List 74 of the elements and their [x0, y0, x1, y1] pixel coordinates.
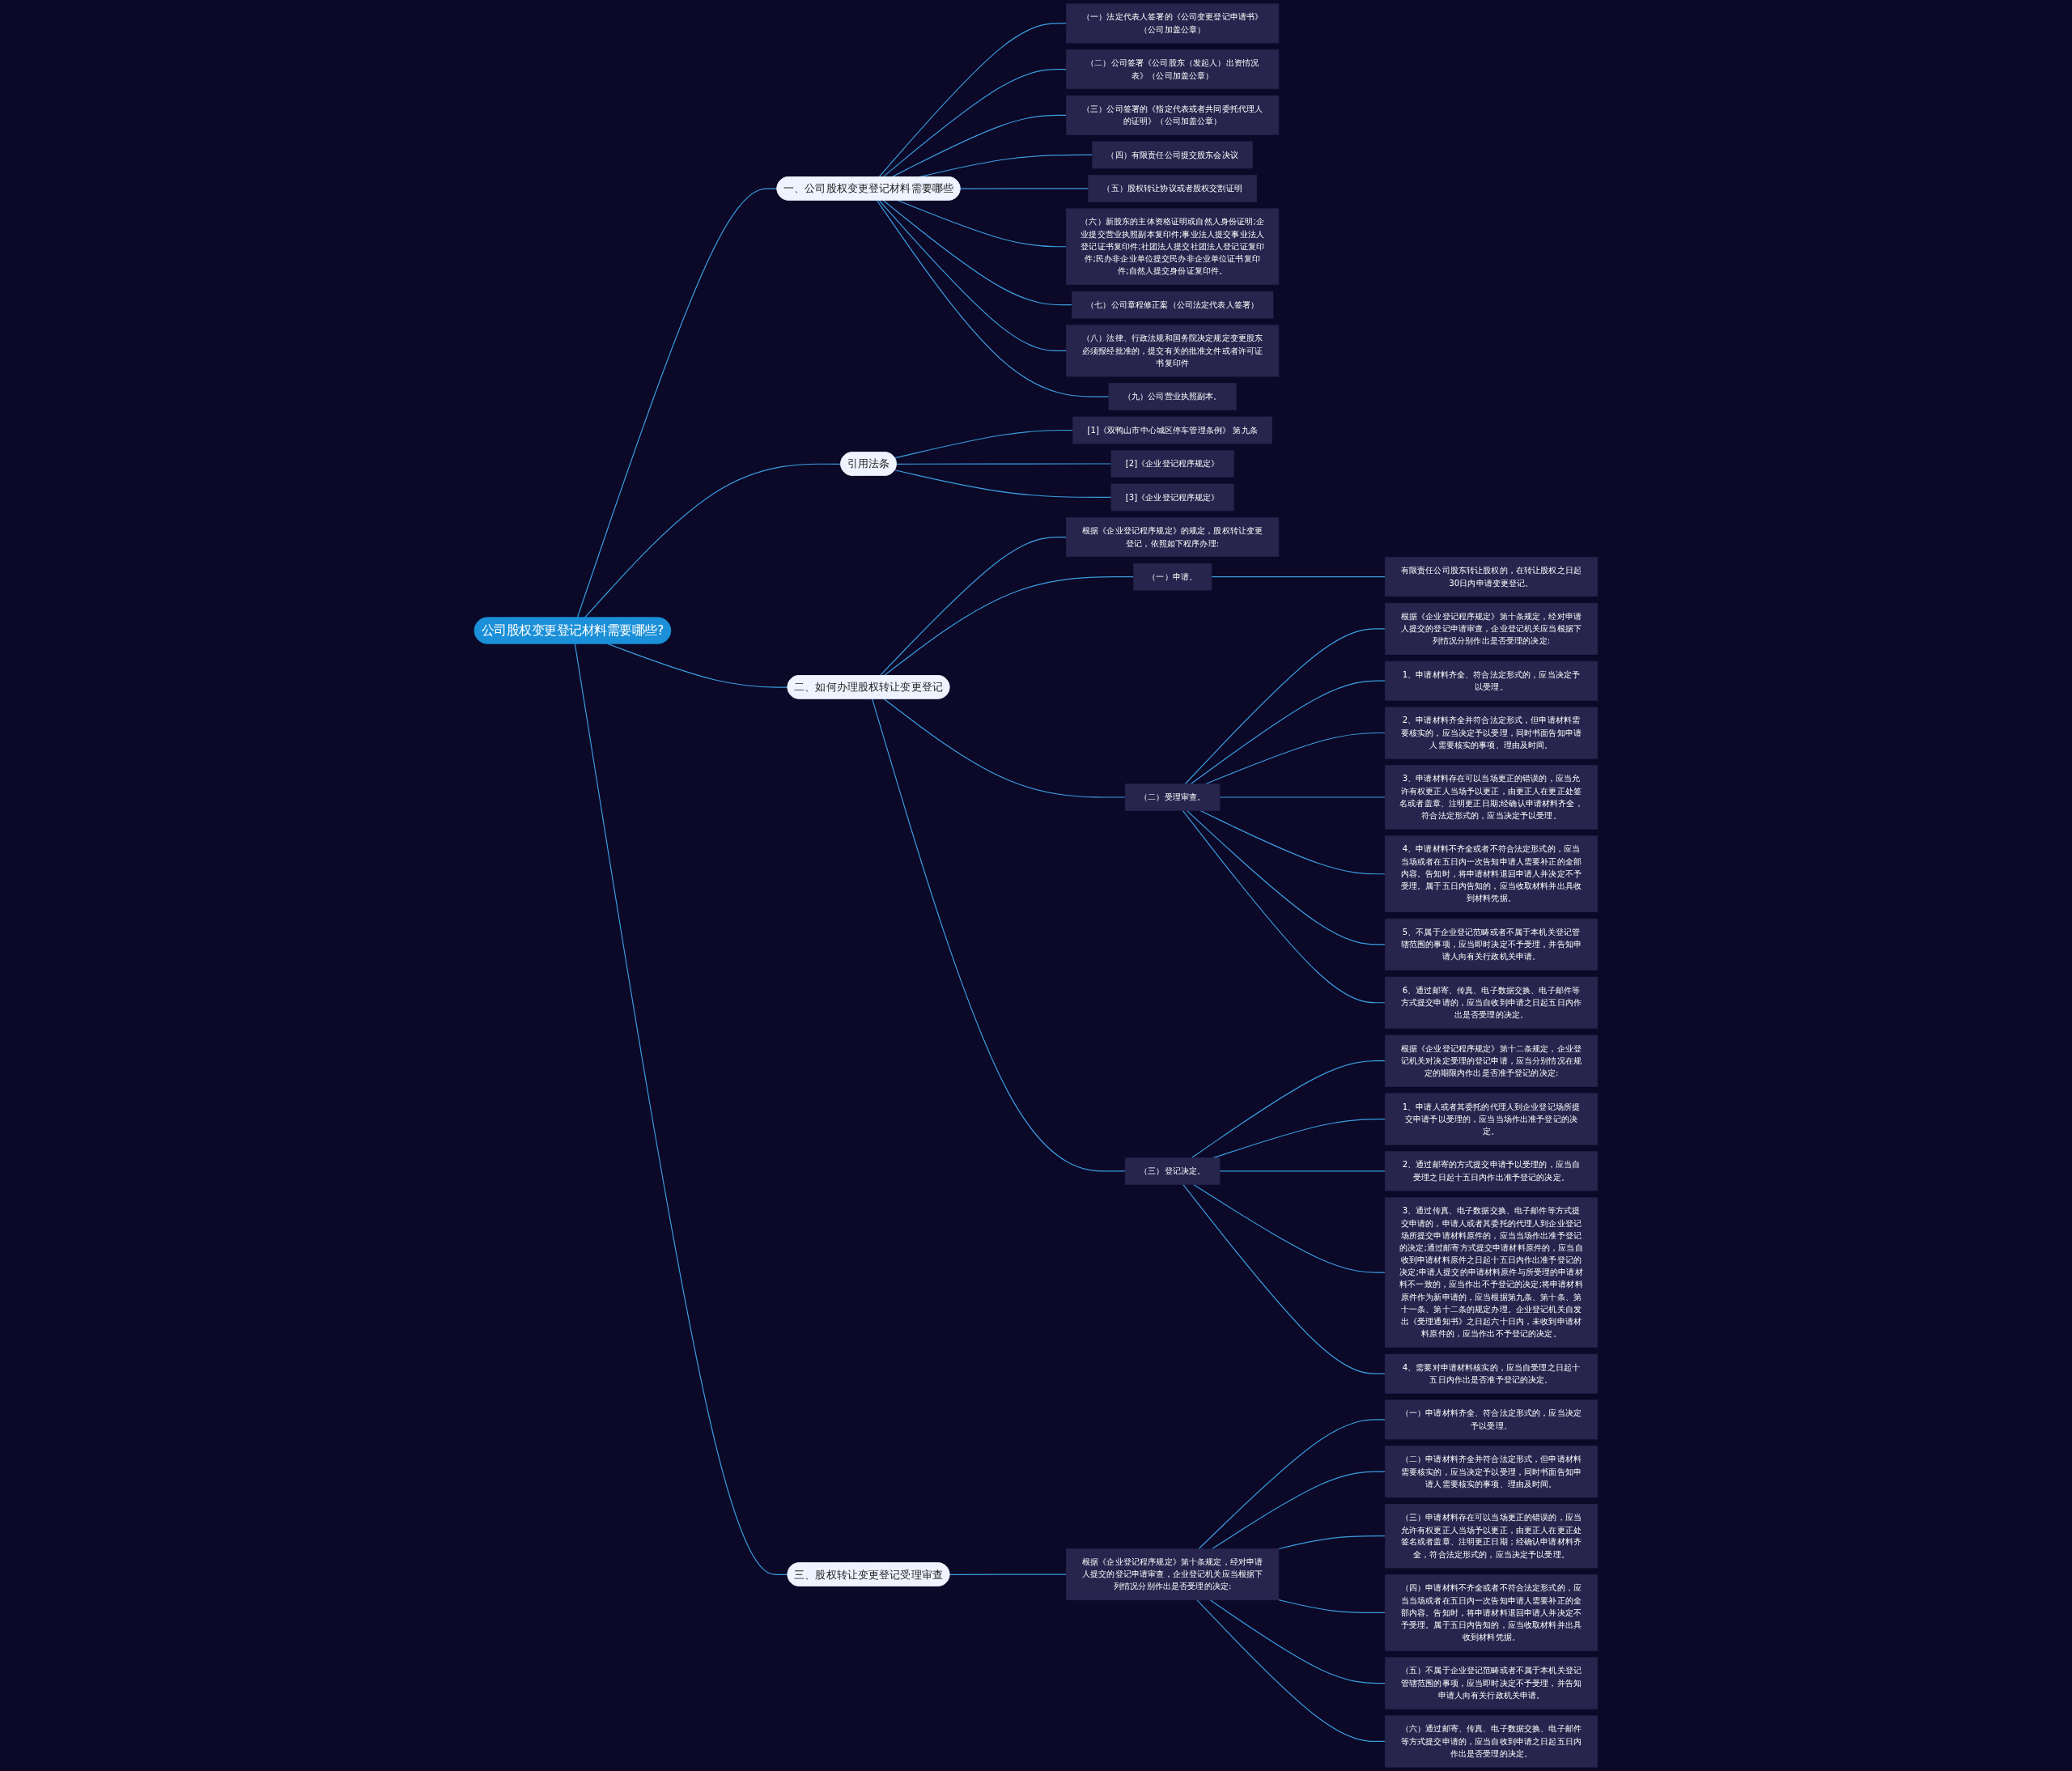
node-box — [1110, 483, 1234, 512]
node-box — [1384, 1151, 1599, 1191]
connector — [878, 199, 1067, 351]
node-box — [1384, 557, 1599, 597]
connector — [1193, 1183, 1386, 1273]
node-box — [1108, 383, 1237, 410]
connector — [949, 1574, 1067, 1575]
connector — [1184, 628, 1386, 785]
connector — [576, 188, 778, 618]
node-box — [1092, 141, 1253, 169]
node-box — [1066, 208, 1280, 286]
connector — [1212, 1471, 1386, 1549]
node-box — [1384, 1574, 1599, 1651]
connector — [879, 536, 1067, 677]
connector — [1212, 1119, 1386, 1158]
node-box — [1384, 1657, 1599, 1709]
connector — [894, 429, 1074, 459]
connector — [882, 69, 1067, 178]
connector — [1187, 810, 1386, 945]
connector — [574, 643, 788, 1575]
node-box — [1066, 95, 1280, 135]
connector — [882, 199, 1072, 306]
connector — [584, 463, 842, 618]
connector — [1199, 810, 1386, 875]
node-box — [1133, 563, 1212, 591]
node-box — [1384, 1715, 1599, 1768]
connector — [1209, 1599, 1386, 1684]
node-box — [1110, 450, 1234, 478]
connector — [876, 199, 1110, 397]
connector — [872, 698, 1126, 1172]
connector — [1182, 810, 1386, 1004]
connector — [1191, 1060, 1386, 1158]
node-box — [1384, 1446, 1599, 1498]
node-box — [1384, 1504, 1599, 1569]
node-box — [1072, 416, 1272, 444]
node-box — [1384, 1197, 1599, 1348]
node-box — [1066, 3, 1280, 44]
node-box — [1384, 976, 1599, 1029]
node-box — [1066, 1548, 1280, 1601]
connector — [1205, 732, 1386, 785]
node-box — [1384, 660, 1599, 701]
node-box — [1384, 835, 1599, 913]
connector — [1211, 576, 1386, 578]
connector — [959, 188, 1089, 189]
node-box — [1124, 1157, 1221, 1185]
connector — [1196, 1599, 1386, 1743]
node-box — [1384, 918, 1599, 970]
node-box — [1384, 602, 1599, 655]
connector — [894, 469, 1112, 499]
node-box — [1384, 707, 1599, 759]
node-box — [1384, 765, 1599, 830]
connector — [891, 114, 1067, 178]
connector — [607, 643, 788, 688]
node-box — [1066, 49, 1280, 90]
node-box — [1384, 1034, 1599, 1087]
node-box — [1124, 784, 1221, 811]
node-box — [1066, 325, 1280, 377]
node-box — [1384, 1399, 1599, 1440]
connector — [1278, 1535, 1386, 1550]
connector — [1190, 680, 1386, 785]
connector — [1278, 1599, 1386, 1614]
node-box — [1088, 175, 1258, 202]
connector — [1198, 1419, 1386, 1549]
connector — [1219, 1170, 1386, 1172]
connector — [878, 23, 1067, 178]
node-box — [1384, 1353, 1599, 1394]
connector — [897, 199, 1067, 248]
connector — [1182, 1183, 1386, 1374]
connector — [896, 463, 1112, 465]
node-box — [1071, 291, 1274, 319]
connector — [883, 698, 1126, 798]
node-box — [1384, 1093, 1599, 1145]
node-box — [1066, 517, 1280, 557]
connector — [883, 576, 1134, 677]
